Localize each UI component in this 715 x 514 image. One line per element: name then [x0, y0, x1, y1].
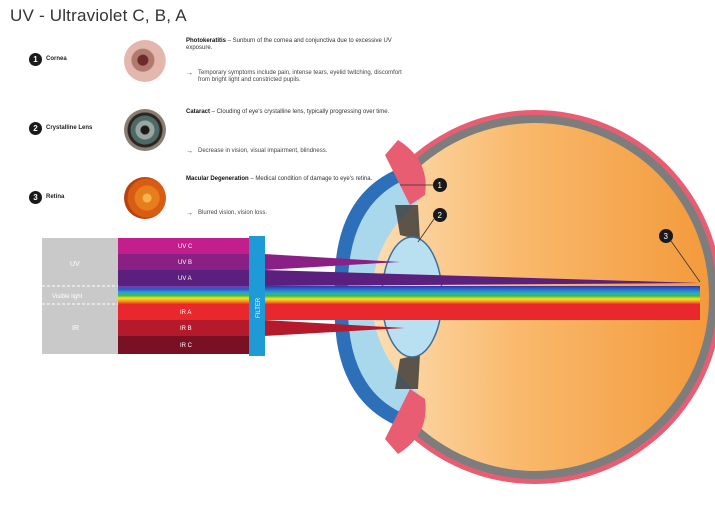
- band-label-uva: UV A: [178, 276, 192, 282]
- band-label-uvc: UV C: [178, 244, 193, 250]
- callout-number-1: 1: [438, 181, 443, 190]
- ir-label: IR: [72, 325, 79, 332]
- uv-label: UV: [70, 261, 80, 268]
- callout-number-3: 3: [664, 232, 669, 241]
- filter-label: FILTER: [256, 297, 262, 318]
- band-label-uvb: UV B: [178, 260, 192, 266]
- band-visible: [118, 286, 264, 304]
- beam-visible: [264, 286, 700, 304]
- callout-number-2: 2: [438, 211, 443, 220]
- visible-light-label: Visible light: [52, 294, 83, 300]
- filter-bar: [249, 236, 265, 356]
- band-label-irc: IR C: [180, 343, 193, 349]
- band-label-irb: IR B: [180, 326, 192, 332]
- beam-ira: [264, 304, 700, 320]
- band-label-ira: IR A: [180, 310, 191, 316]
